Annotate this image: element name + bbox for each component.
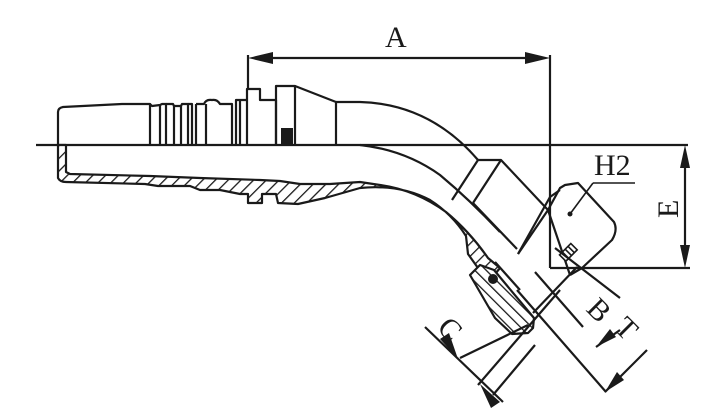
stem-section [56, 143, 502, 282]
seal-section [468, 261, 536, 336]
dimension-e: E [550, 145, 690, 270]
label-h2: H2 [594, 149, 631, 182]
dimension-t: T [604, 311, 648, 393]
label-e: E [652, 200, 685, 218]
label-b: B [580, 292, 617, 329]
dimension-h2: H2 [569, 149, 635, 215]
label-t: T [608, 311, 644, 347]
label-c: C [431, 311, 468, 348]
dimension-c: C [424, 311, 504, 408]
bend-outline [359, 143, 549, 250]
stem-outline [56, 84, 479, 161]
dimension-a: A [246, 21, 552, 268]
nut-body [459, 247, 621, 396]
label-a: A [385, 21, 407, 54]
hex-nut [517, 181, 617, 276]
